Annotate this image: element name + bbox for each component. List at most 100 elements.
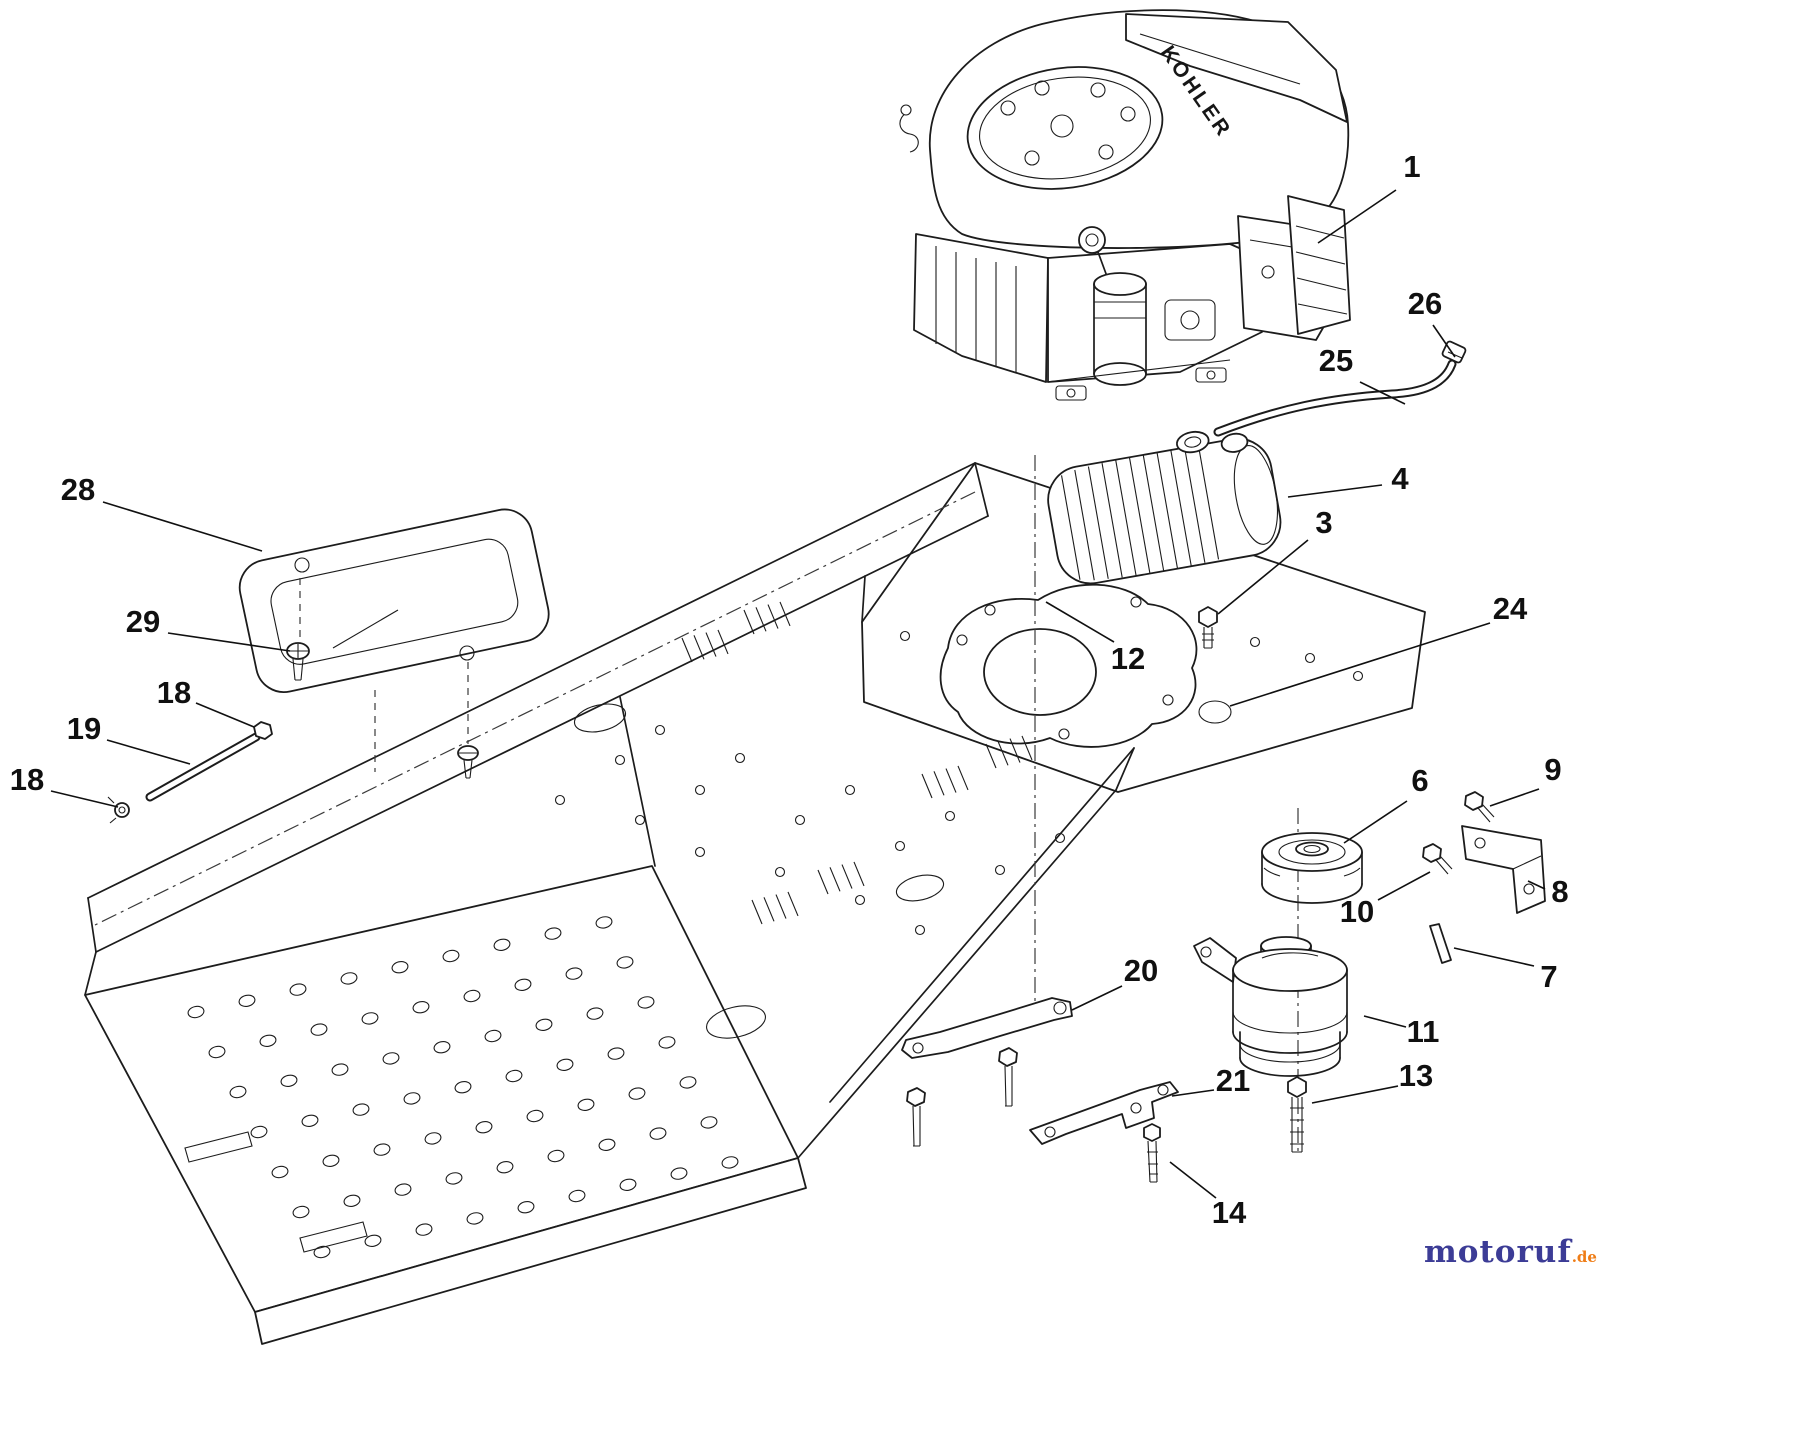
vent-slot (755, 607, 767, 632)
traction-dot (322, 1154, 340, 1167)
clutch-11 (1193, 936, 1348, 1077)
vent-slot (829, 867, 841, 892)
bolt-10 (1422, 843, 1453, 875)
traction-dot (619, 1178, 637, 1191)
vent-slot (945, 768, 957, 793)
traction-dot (721, 1156, 739, 1169)
traction-dot (442, 949, 460, 963)
traction-dot (514, 978, 532, 991)
traction-dot (424, 1132, 442, 1145)
pulley-6 (1261, 832, 1363, 904)
frame-chassis (84, 462, 1426, 1345)
traction-dot (700, 1116, 718, 1129)
traction-dot (628, 1087, 646, 1100)
callout-label-10: 10 (1340, 894, 1374, 929)
callout-label-20: 20 (1124, 953, 1158, 988)
callout-label-25: 25 (1319, 343, 1353, 378)
traction-dot (535, 1018, 553, 1031)
callout-label-14: 14 (1212, 1195, 1247, 1230)
traction-dot (403, 1092, 421, 1105)
traction-dot (595, 916, 613, 929)
traction-dot (598, 1138, 616, 1151)
frame-hole (914, 924, 926, 936)
frame-hole (694, 784, 706, 796)
vent-slot (853, 861, 865, 887)
frame-hole (734, 752, 746, 764)
vent-slot (751, 899, 763, 925)
traction-dot (493, 938, 511, 951)
callout-label-24: 24 (1493, 591, 1528, 626)
frame-hole (994, 864, 1006, 876)
frame-hole (1304, 652, 1316, 664)
vent-slot (693, 635, 705, 660)
vent-slot (985, 743, 997, 769)
traction-dot (454, 1081, 472, 1094)
screw-gasket-right (457, 745, 479, 779)
traction-dot (637, 996, 655, 1009)
traction-dot (433, 1041, 451, 1054)
vent-slot (841, 864, 853, 889)
callout-label-28: 28 (61, 472, 95, 507)
traction-dot (568, 1189, 586, 1203)
frame-hole (774, 866, 786, 878)
vent-slot (957, 765, 969, 791)
callout-leader-3 (1217, 539, 1309, 615)
callout-leader-25 (1359, 381, 1406, 405)
key-7 (1429, 923, 1452, 964)
bracket-21 (1029, 1081, 1179, 1183)
traction-dot (361, 1012, 379, 1025)
traction-dot (463, 989, 481, 1003)
vent-slot (705, 632, 717, 657)
bracket-8 (1461, 825, 1546, 914)
traction-dot (208, 1045, 226, 1059)
callout-leader-12 (1045, 601, 1115, 643)
traction-dot (517, 1201, 535, 1214)
callout-label-7: 7 (1540, 959, 1557, 994)
vent-slot (763, 897, 775, 922)
callout-label-6: 6 (1411, 763, 1428, 798)
frame-hole (1249, 636, 1261, 648)
vent-slot (779, 601, 791, 627)
traction-dot (484, 1029, 502, 1043)
callout-leader-8 (1527, 880, 1546, 890)
traction-dot (280, 1074, 298, 1087)
traction-dot (607, 1047, 625, 1060)
muffler (1047, 430, 1282, 585)
callout-label-4: 4 (1391, 461, 1409, 496)
watermark-logo[interactable]: motoruf.de (1424, 1234, 1597, 1270)
callout-label-18b: 18 (10, 762, 44, 797)
spacer-rod-19 (107, 721, 273, 824)
frame-hole (694, 846, 706, 858)
vent-slot (817, 869, 829, 895)
traction-dot (343, 1194, 361, 1207)
frame-hole (1054, 832, 1066, 844)
frame-hole (1352, 670, 1364, 682)
callout-label-1: 1 (1403, 149, 1420, 184)
traction-dot (373, 1143, 391, 1156)
watermark-text[interactable]: motoruf (1424, 1234, 1572, 1270)
callout-label-9: 9 (1544, 752, 1561, 787)
vent-slot (921, 773, 933, 799)
vent-slot (1009, 738, 1021, 763)
frame-hole (894, 840, 906, 852)
callout-leader-1 (1317, 189, 1397, 244)
traction-dot (289, 983, 307, 996)
callout-leader-26 (1432, 324, 1456, 358)
callout-label-19: 19 (67, 711, 101, 746)
callout-leader-14 (1169, 1161, 1217, 1199)
bolt-3 (1198, 606, 1218, 649)
callout-leader-24 (1229, 622, 1491, 707)
traction-dot (547, 1149, 565, 1163)
vent-slots (681, 601, 1033, 925)
callout-leader-9 (1489, 788, 1540, 807)
watermark-suffix[interactable]: .de (1571, 1248, 1597, 1266)
bolt-9 (1464, 791, 1495, 823)
traction-dot (649, 1127, 667, 1140)
traction-dot (391, 961, 409, 974)
traction-dot (505, 1069, 523, 1083)
frame-hole (899, 630, 911, 642)
traction-dot (679, 1076, 697, 1089)
callout-leader-18a (195, 702, 255, 728)
frame-hole (854, 894, 866, 906)
